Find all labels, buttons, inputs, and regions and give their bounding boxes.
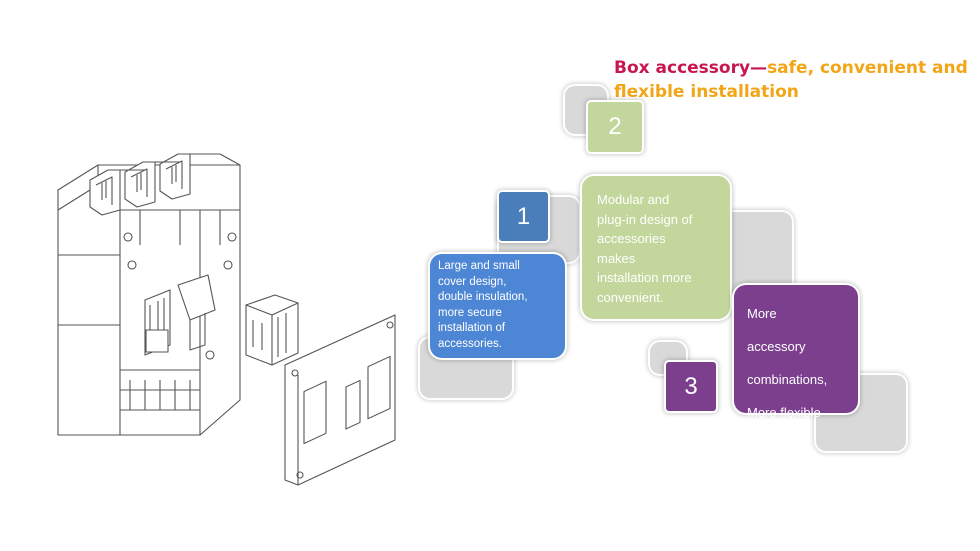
card-1-line: more secure <box>438 306 502 319</box>
card-3-line: accessory <box>747 339 806 354</box>
number-badge-1: 1 <box>499 192 548 241</box>
number-badge-2: 2 <box>588 102 642 152</box>
slide-title: Box accessory—safe, convenient and flexi… <box>614 56 974 104</box>
card-1-line: double insulation, <box>438 291 528 303</box>
title-part-red: Box accessory— <box>614 58 768 78</box>
card-1-line: installation of <box>438 322 506 334</box>
card-3-line: More <box>747 306 777 321</box>
feature-card-3: More accessory combinations, More flexib… <box>734 285 858 420</box>
circuit-breaker-illustration <box>57 153 396 486</box>
card-2-line: installation more <box>597 270 692 285</box>
title-part-orange: safe, convenient and flexible installati… <box>614 58 968 102</box>
card-2-line: makes <box>597 250 636 266</box>
card-1-line: accessories. <box>438 337 502 350</box>
card-3-line: combinations, <box>747 372 828 387</box>
card-1-line: cover design, <box>438 275 507 288</box>
card-2-line: accessories <box>597 231 666 246</box>
feature-card-1: Large and small cover design, double ins… <box>430 254 565 358</box>
card-1-line: Large and small <box>438 260 520 272</box>
card-3-line: More flexible <box>747 405 821 420</box>
card-2-line: convenient. <box>597 289 664 305</box>
number-badge-3: 3 <box>666 362 716 411</box>
card-2-line: Modular and <box>597 192 670 207</box>
feature-card-2: Modular and plug-in design of accessorie… <box>582 176 730 319</box>
card-2-line: plug-in design of <box>597 211 693 227</box>
